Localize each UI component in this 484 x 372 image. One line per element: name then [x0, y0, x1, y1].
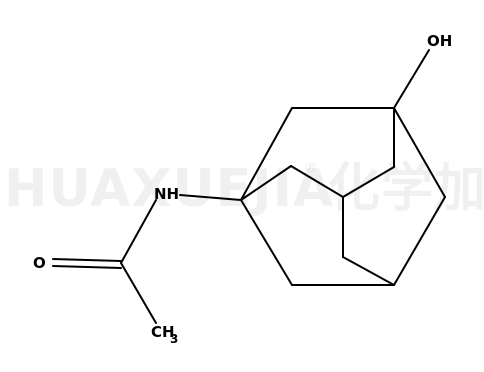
- bond-c2-c7: [393, 196, 446, 286]
- bond-c1-c8: [240, 107, 293, 201]
- bond-c3-oh: [393, 49, 430, 109]
- bond-c4-c5: [342, 166, 395, 198]
- watermark: HUAXUEJIA ® 化学加: [4, 159, 484, 219]
- atom-labels: OH NH O CH 3: [33, 32, 452, 346]
- bond-n-carbonyl: [120, 199, 157, 264]
- bond-c6-c7: [342, 256, 395, 286]
- atom-label-o: O: [33, 254, 46, 272]
- bond-c1-n: [179, 194, 242, 201]
- bonds: [52, 49, 446, 324]
- bond-carbonyl-methyl: [120, 262, 157, 324]
- atom-label-ch: CH: [151, 323, 175, 341]
- bond-carbonyl-o-2: [52, 265, 122, 269]
- bond-carbonyl-o-1: [52, 258, 122, 262]
- watermark-registered-mark: ®: [304, 160, 318, 176]
- bond-c3-c2: [393, 107, 446, 198]
- watermark-text: HUAXUEJIA: [4, 159, 334, 219]
- watermark-cjk-text: 化学加: [328, 159, 484, 219]
- atom-label-ch-subscript: 3: [170, 332, 178, 346]
- bond-c1-c10: [240, 199, 293, 286]
- atom-label-nh: NH: [154, 185, 179, 203]
- bond-c1-c9: [240, 165, 292, 201]
- bond-c9-c5: [290, 165, 344, 198]
- atom-label-oh: OH: [427, 32, 452, 50]
